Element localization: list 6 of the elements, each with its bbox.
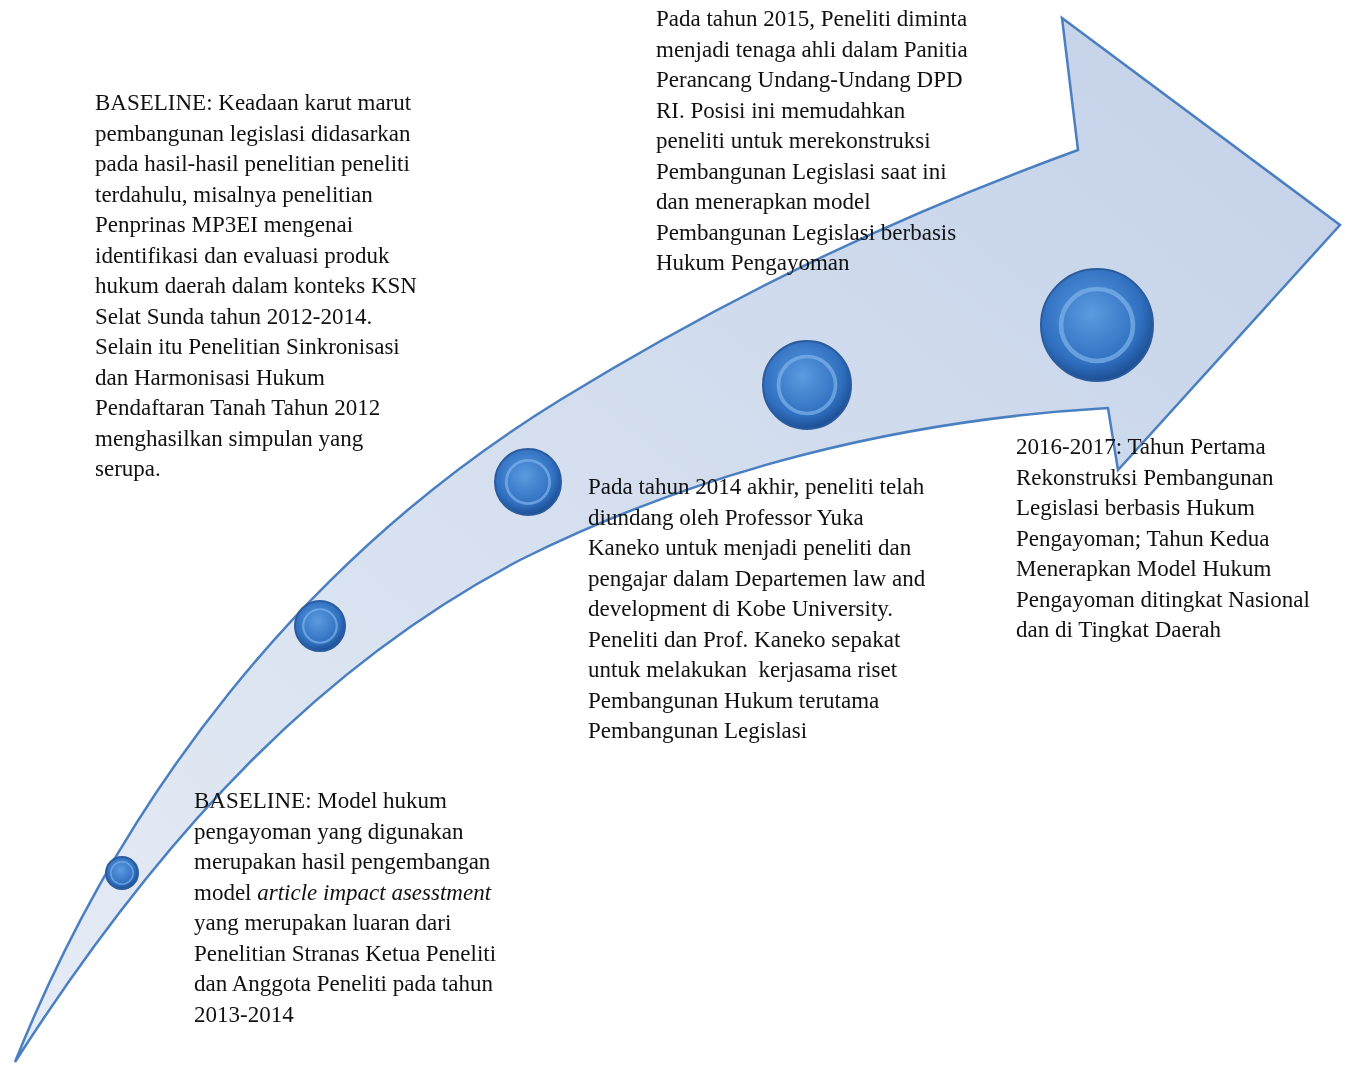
- description-text: BASELINE: Keadaan karut marut pembangunan legislasi didasarkan pada hasil-hasil penelitian peneliti terdahulu, misalnya penelitian Penprinas MP3EI mengenai identifikasi dan evaluasi produk hukum daerah dalam konteks KSN Selat Sunda tahun 2012-2014. Selain itu Penelitian Sinkronisasi dan Harmonisasi Hukum Pendaftaran Tanah Tahun 2012 menghasilkan simpulan yang serupa.: [95, 89, 418, 483]
- timeline-dot: [104, 855, 140, 891]
- timeline-dot: [293, 599, 347, 653]
- timeline-dot: [761, 339, 853, 431]
- timeline-dot: [1039, 267, 1155, 383]
- timeline-dot: [493, 447, 563, 517]
